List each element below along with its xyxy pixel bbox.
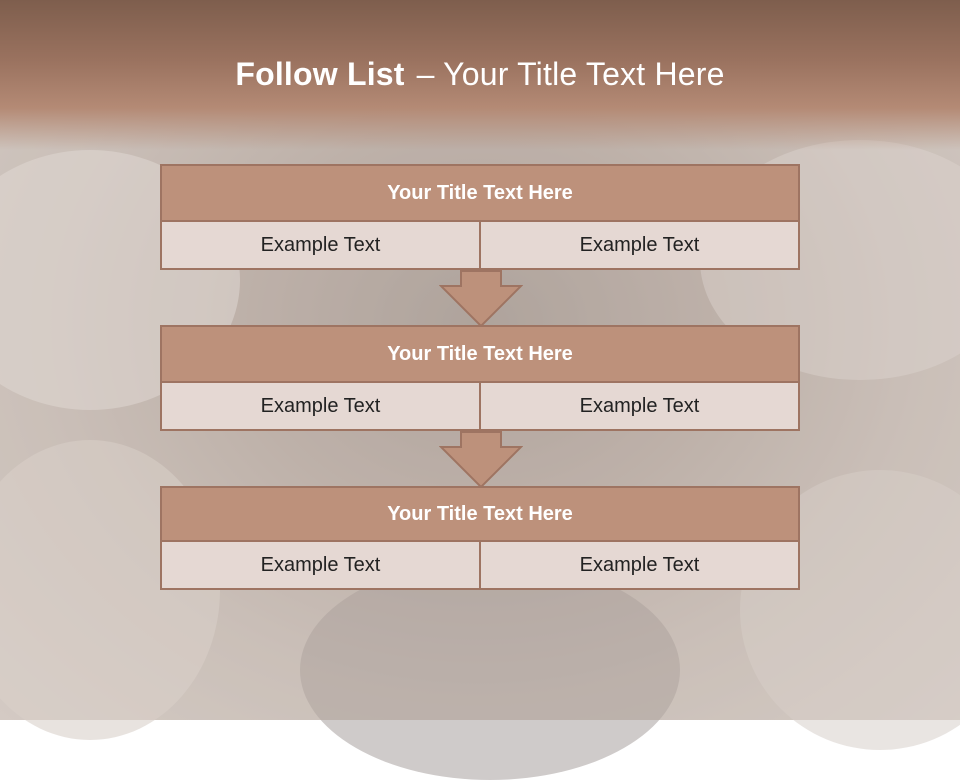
block-heading: Your Title Text Here xyxy=(162,327,798,383)
block-row: Example Text Example Text xyxy=(162,542,798,588)
slide-title: Follow List – Your Title Text Here xyxy=(0,56,960,93)
down-arrow-icon xyxy=(439,270,523,328)
block-heading: Your Title Text Here xyxy=(162,166,798,222)
title-bar xyxy=(0,0,960,150)
block-cell-left: Example Text xyxy=(162,542,479,588)
title-rest: – Your Title Text Here xyxy=(416,56,725,92)
block-cell-right: Example Text xyxy=(479,542,798,588)
block-row: Example Text Example Text xyxy=(162,222,798,268)
list-block-2: Your Title Text Here Example Text Exampl… xyxy=(160,325,800,431)
block-cell-left: Example Text xyxy=(162,383,479,429)
list-block-1: Your Title Text Here Example Text Exampl… xyxy=(160,164,800,270)
block-heading: Your Title Text Here xyxy=(162,488,798,542)
block-row: Example Text Example Text xyxy=(162,383,798,429)
title-bold: Follow List xyxy=(235,56,405,92)
list-block-3: Your Title Text Here Example Text Exampl… xyxy=(160,486,800,590)
block-cell-left: Example Text xyxy=(162,222,479,268)
down-arrow-icon xyxy=(439,431,523,489)
block-cell-right: Example Text xyxy=(479,383,798,429)
block-cell-right: Example Text xyxy=(479,222,798,268)
